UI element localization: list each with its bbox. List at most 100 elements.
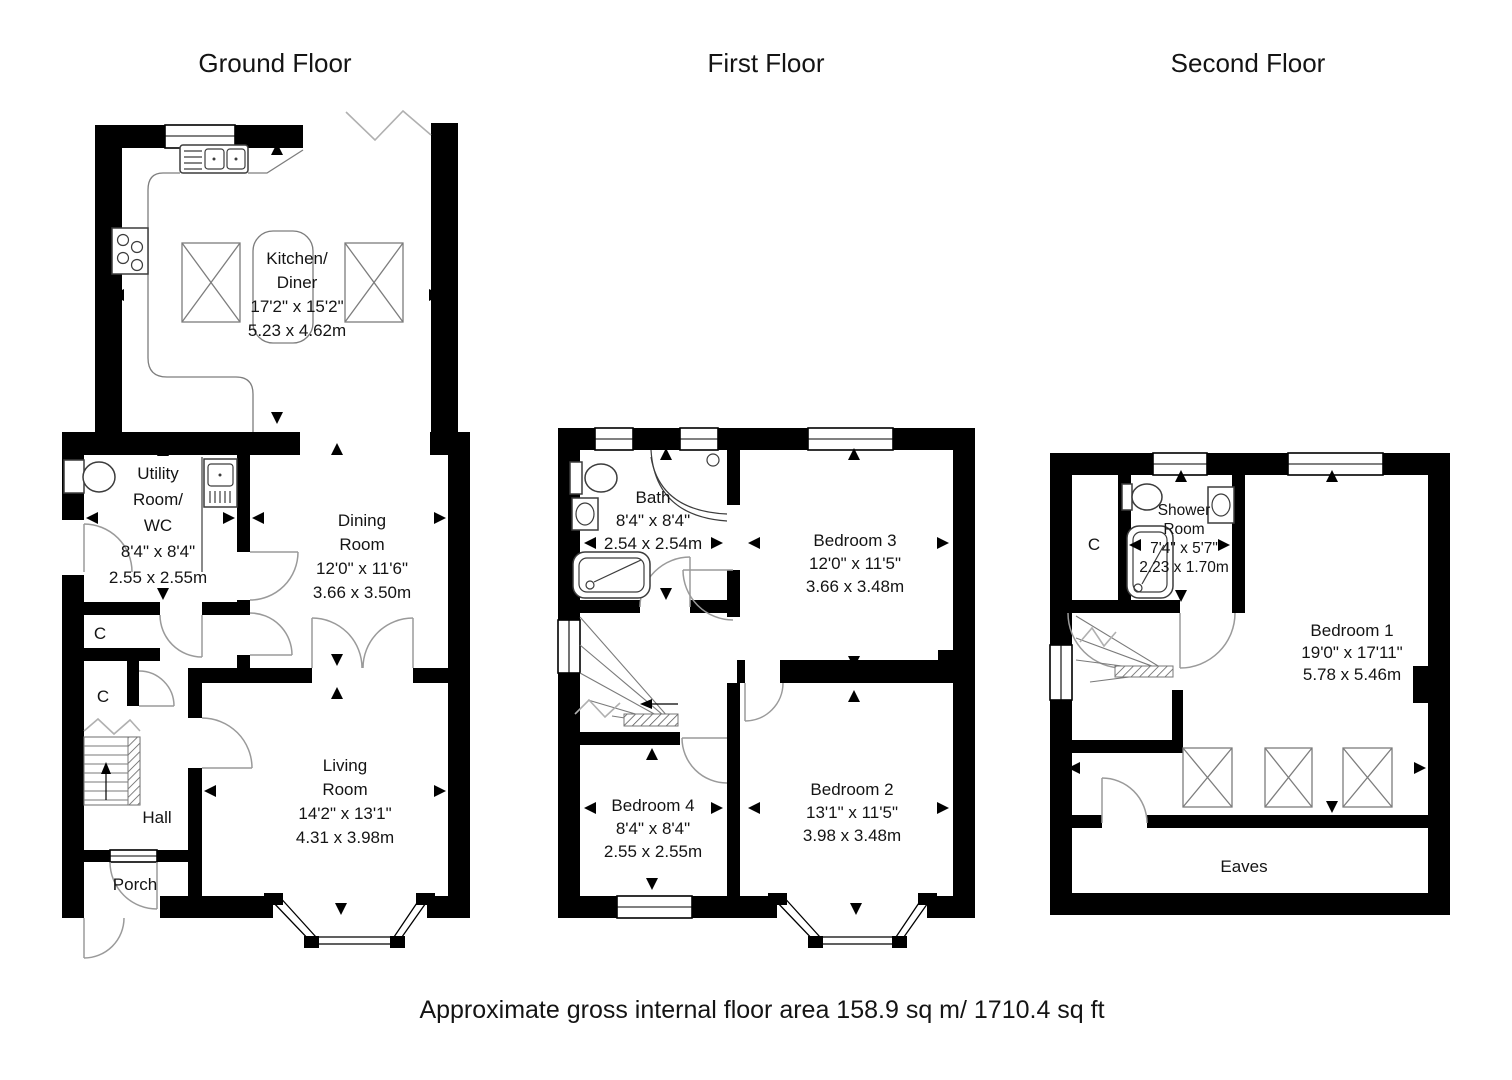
- svg-text:8'4" x 8'4": 8'4" x 8'4": [616, 511, 690, 530]
- room-label-cupboard1: C: [94, 624, 106, 643]
- bedroom2-bay-window: [768, 893, 937, 948]
- svg-text:Bedroom 1: Bedroom 1: [1310, 621, 1393, 640]
- room-label-utility: Utility Room/ WC 8'4" x 8'4" 2.55 x 2.55…: [109, 464, 207, 587]
- dimension-arrows-second: [1068, 470, 1426, 813]
- ground-floor-plan: Ground Floor: [62, 48, 470, 959]
- room-label-kitchen-diner: Kitchen/ Diner 17'2" x 15'2" 5.23 x 4.62…: [248, 249, 346, 340]
- dining-hall-door: [249, 612, 293, 656]
- svg-text:12'0" x 11'6": 12'0" x 11'6": [316, 559, 408, 578]
- svg-text:17'2" x 15'2": 17'2" x 15'2": [250, 297, 343, 316]
- front-door-threshold: [109, 849, 158, 863]
- rooflight: [344, 242, 404, 323]
- toilet: [1121, 483, 1163, 511]
- ground-floor-title: Ground Floor: [198, 48, 352, 78]
- svg-text:Diner: Diner: [277, 273, 318, 292]
- dining-living-double-doors: [311, 617, 414, 669]
- eaves-door: [1101, 777, 1148, 824]
- svg-text:5.23 x 4.62m: 5.23 x 4.62m: [248, 321, 346, 340]
- svg-text:3.66 x 3.50m: 3.66 x 3.50m: [313, 583, 411, 602]
- dimension-arrows-first: [584, 448, 949, 915]
- second-stairs: [1075, 615, 1174, 683]
- bedroom4-door: [681, 737, 728, 784]
- skylight: [1264, 747, 1313, 808]
- utility-sink: [201, 457, 238, 572]
- svg-text:Room: Room: [1163, 521, 1204, 538]
- svg-text:Living: Living: [323, 756, 367, 775]
- svg-text:Room/: Room/: [133, 490, 183, 509]
- room-label-eaves: Eaves: [1220, 857, 1267, 876]
- room-label-bath: Bath 8'4" x 8'4" 2.54 x 2.54m: [604, 488, 702, 553]
- second-floor-plan: Second Floor: [1049, 48, 1450, 915]
- room-label-bedroom3: Bedroom 3 12'0" x 11'5" 3.66 x 3.48m: [806, 531, 904, 596]
- front-door: [109, 861, 158, 910]
- room-label-hall: Hall: [142, 808, 171, 827]
- porch-outer-door: [83, 917, 125, 959]
- svg-text:2.55 x 2.55m: 2.55 x 2.55m: [109, 568, 207, 587]
- second-windows: [1049, 452, 1384, 701]
- second-exterior-walls: [1050, 453, 1450, 915]
- landing-door: [1067, 612, 1124, 669]
- skylight: [1182, 747, 1233, 808]
- svg-text:Room: Room: [339, 535, 384, 554]
- toilet: [63, 459, 116, 494]
- svg-text:Bath: Bath: [636, 488, 671, 507]
- svg-text:Room: Room: [322, 780, 367, 799]
- svg-text:7'4" x 5'7": 7'4" x 5'7": [1150, 540, 1218, 557]
- rooflight: [181, 242, 241, 323]
- second-floor-title: Second Floor: [1171, 48, 1326, 78]
- floor-area-caption: Approximate gross internal floor area 15…: [419, 996, 1104, 1024]
- dimension-arrows-ground: [86, 143, 446, 915]
- first-stairs: [574, 616, 679, 727]
- svg-text:13'1" x 11'5": 13'1" x 11'5": [806, 803, 898, 822]
- room-label-shower-room: Shower Room 7'4" x 5'7" 2.23 x 1.70m: [1139, 502, 1229, 576]
- first-floor-plan: First Floor: [557, 48, 975, 948]
- svg-text:Dining: Dining: [338, 511, 386, 530]
- svg-text:Kitchen/: Kitchen/: [266, 249, 328, 268]
- kitchen-island: [252, 230, 314, 344]
- hall-living-door: [201, 717, 253, 769]
- second-interior-walls: [1065, 475, 1432, 828]
- utility-hall-door: [159, 614, 203, 658]
- svg-text:12'0" x 11'5": 12'0" x 11'5": [809, 554, 901, 573]
- svg-text:2.54 x 2.54m: 2.54 x 2.54m: [604, 534, 702, 553]
- utility-exterior-door: [83, 523, 133, 573]
- toilet: [569, 461, 618, 495]
- svg-text:5.78 x 5.46m: 5.78 x 5.46m: [1303, 665, 1401, 684]
- first-floor-title: First Floor: [708, 48, 825, 78]
- room-label-porch: Porch: [113, 875, 157, 894]
- first-interior-walls: [558, 428, 938, 896]
- kitchen-counter: [147, 149, 304, 432]
- room-label-bedroom1: Bedroom 1 19'0" x 17'11" 5.78 x 5.46m: [1301, 621, 1402, 684]
- room-label-cupboard2: C: [97, 687, 109, 706]
- room-label-bedroom2: Bedroom 2 13'1" x 11'5" 3.98 x 3.48m: [803, 780, 901, 845]
- svg-text:8'4" x 8'4": 8'4" x 8'4": [616, 819, 690, 838]
- ground-interior-walls: [62, 432, 448, 905]
- svg-text:3.98 x 3.48m: 3.98 x 3.48m: [803, 826, 901, 845]
- room-label-dining: Dining Room 12'0" x 11'6" 3.66 x 3.50m: [313, 511, 411, 602]
- shower-room-door: [1179, 612, 1236, 669]
- room-label-cupboard: C: [1088, 535, 1100, 554]
- svg-text:Bedroom 4: Bedroom 4: [611, 796, 694, 815]
- svg-text:Utility: Utility: [137, 464, 179, 483]
- kitchen-sink: [179, 144, 249, 174]
- kitchen-window: [164, 124, 236, 149]
- ground-stairs: [83, 717, 141, 806]
- basin: [571, 497, 599, 531]
- svg-text:19'0" x 17'11": 19'0" x 17'11": [1301, 643, 1402, 662]
- svg-text:2.55 x 2.55m: 2.55 x 2.55m: [604, 842, 702, 861]
- svg-text:Shower: Shower: [1158, 502, 1211, 519]
- svg-text:3.66 x 3.48m: 3.66 x 3.48m: [806, 577, 904, 596]
- svg-text:8'4" x 8'4": 8'4" x 8'4": [121, 542, 195, 561]
- hob: [111, 227, 149, 275]
- cupboard-door: [138, 670, 175, 707]
- skylight: [1342, 747, 1393, 808]
- room-label-living: Living Room 14'2" x 13'1" 4.31 x 3.98m: [296, 756, 394, 847]
- bathtub: [572, 551, 651, 599]
- svg-text:14'2" x 13'1": 14'2" x 13'1": [298, 804, 391, 823]
- first-windows: [557, 427, 894, 919]
- svg-text:4.31 x 3.98m: 4.31 x 3.98m: [296, 828, 394, 847]
- basin: [1207, 486, 1235, 524]
- break-line: [345, 109, 432, 142]
- svg-text:2.23 x 1.70m: 2.23 x 1.70m: [1139, 559, 1229, 576]
